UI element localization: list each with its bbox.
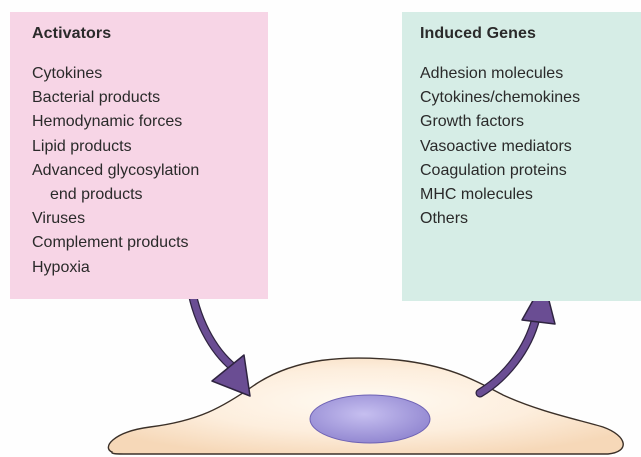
activator-item: Hypoxia [32,256,268,280]
induced-gene-item: Adhesion molecules [420,62,641,86]
induced-genes-panel: Induced Genes Adhesion molecules Cytokin… [402,12,641,301]
induced-gene-item: MHC molecules [420,183,641,207]
induced-gene-item: Vasoactive mediators [420,135,641,159]
induced-gene-item: Coagulation proteins [420,159,641,183]
activators-title: Activators [32,24,268,44]
activator-item: Lipid products [32,135,268,159]
activators-list: Cytokines Bacterial products Hemodynamic… [32,62,268,280]
induced-gene-item: Others [420,207,641,231]
induced-genes-title: Induced Genes [420,24,641,44]
activator-item-continuation: end products [32,183,268,207]
activator-item: Complement products [32,231,268,255]
activator-item: Hemodynamic forces [32,110,268,134]
cell-nucleus [310,395,430,443]
activator-item: Advanced glycosylation [32,159,268,183]
activators-panel: Activators Cytokines Bacterial products … [10,12,268,299]
activator-item: Bacterial products [32,86,268,110]
activator-item: Viruses [32,207,268,231]
induced-gene-item: Growth factors [420,110,641,134]
induced-genes-list: Adhesion molecules Cytokines/chemokines … [420,62,641,231]
induced-gene-item: Cytokines/chemokines [420,86,641,110]
activator-item: Cytokines [32,62,268,86]
